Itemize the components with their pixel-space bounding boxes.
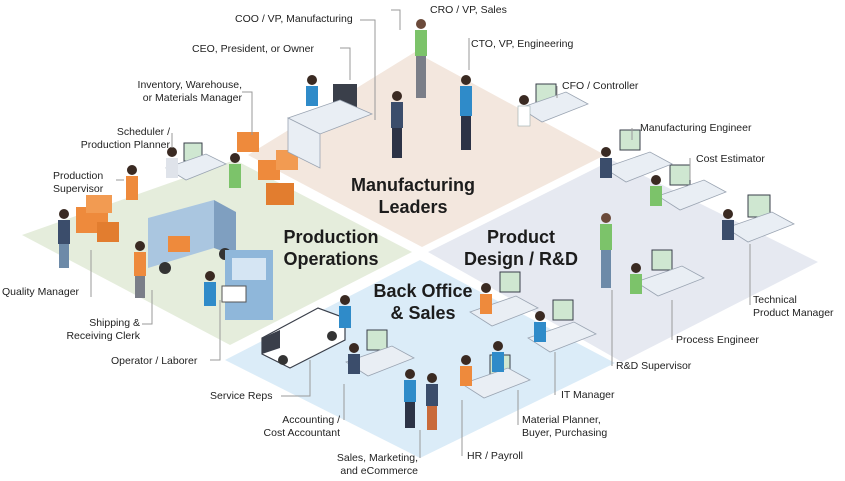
zone-title-line: Product	[486, 227, 555, 247]
role-label-line: Accounting /	[282, 414, 340, 426]
role-label-line: Buyer, Purchasing	[522, 426, 608, 439]
role-label-line: Supervisor	[53, 182, 104, 195]
role-label-manufacturing-engineer: Manufacturing Engineer	[640, 122, 752, 134]
role-label-line: Production	[53, 170, 104, 182]
role-label-hr: HR / Payroll	[467, 450, 524, 462]
role-label-technical-pm: Technical Product Manager	[753, 294, 834, 319]
role-label-line: and eCommerce	[340, 464, 418, 477]
role-label-cto: CTO, VP, Engineering	[471, 38, 574, 50]
role-label-line: or Materials Manager	[142, 91, 242, 104]
role-label-accounting: Accounting / Cost Accountant	[240, 414, 340, 439]
zone-title-line: Production	[283, 227, 379, 247]
role-label-ceo: CEO, President, or Owner	[192, 43, 314, 55]
role-label-line: Sales, Marketing,	[336, 452, 418, 464]
role-label-line: Receiving Clerk	[66, 329, 140, 342]
role-label-service-reps: Service Reps	[210, 390, 273, 402]
boxes-icon	[76, 132, 298, 242]
role-label-cro: CRO / VP, Sales	[430, 4, 507, 16]
role-label-line: Inventory, Warehouse,	[137, 79, 242, 91]
machine-icon	[221, 250, 273, 320]
role-label-line: Technical	[753, 294, 797, 306]
zone-title-line: & Sales	[390, 303, 456, 323]
role-label-production-supervisor: Production Supervisor	[53, 170, 103, 195]
role-label-cost-estimator: Cost Estimator	[696, 153, 765, 165]
desk-icon	[165, 91, 795, 399]
zone-title-line: Manufacturing	[351, 175, 475, 195]
role-label-coo: COO / VP, Manufacturing	[235, 13, 353, 25]
role-label-material-planner: Material Planner, Buyer, Purchasing	[522, 414, 607, 439]
role-label-line: Production Planner	[80, 138, 170, 151]
zone-title-line: Design / R&D	[463, 249, 578, 269]
role-label-quality-manager: Quality Manager	[2, 286, 80, 298]
role-label-it-manager: IT Manager	[561, 389, 615, 401]
role-label-line: Product Manager	[753, 306, 834, 319]
zone-title-line: Operations	[283, 249, 379, 269]
van-icon	[261, 307, 346, 369]
zone-title-line: Back Office	[373, 281, 473, 301]
role-label-inventory: Inventory, Warehouse, or Materials Manag…	[114, 79, 242, 104]
role-label-scheduler: Scheduler / Production Planner	[62, 126, 170, 151]
role-label-line: Material Planner,	[522, 414, 601, 426]
role-label-process-engineer: Process Engineer	[676, 334, 759, 346]
product-design-zone	[428, 160, 818, 362]
role-label-cfo: CFO / Controller	[562, 80, 639, 92]
role-label-operator: Operator / Laborer	[111, 355, 198, 367]
role-label-line: Shipping &	[89, 317, 140, 329]
zone-title-production-operations: Production Operations	[270, 226, 392, 270]
role-label-line: Cost Accountant	[263, 426, 340, 439]
role-label-rd-supervisor: R&D Supervisor	[616, 360, 692, 372]
zone-title-line: Leaders	[378, 197, 448, 217]
role-label-sales-marketing: Sales, Marketing, and eCommerce	[318, 452, 418, 477]
role-label-line: Scheduler /	[116, 126, 170, 138]
zone-title-back-office: Back Office & Sales	[362, 280, 484, 324]
production-operations-zone	[22, 160, 412, 345]
person-icon	[58, 19, 734, 430]
role-label-shipping: Shipping & Receiving Clerk	[50, 317, 140, 342]
leader-lines	[90, 9, 751, 458]
zone-title-manufacturing-leaders: Manufacturing Leaders	[348, 174, 478, 218]
zone-title-product-design: Product Design / R&D	[456, 226, 586, 270]
